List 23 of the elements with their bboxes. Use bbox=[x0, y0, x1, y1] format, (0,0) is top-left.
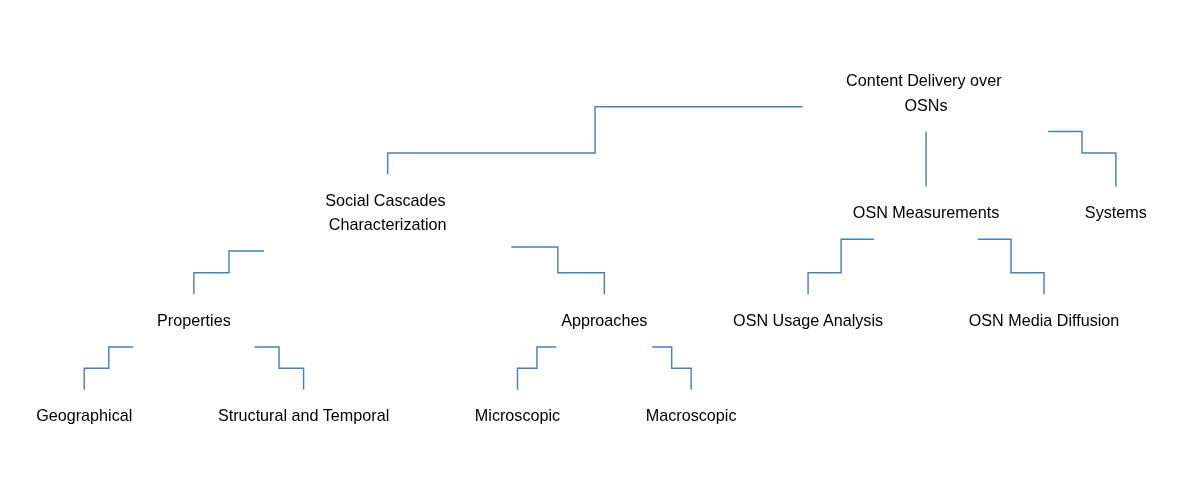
node-text: OSN Measurements bbox=[852, 203, 1000, 222]
connector bbox=[651, 346, 692, 391]
connector bbox=[386, 106, 804, 176]
connector bbox=[516, 346, 558, 391]
node-text: Social Cascades Characterization bbox=[325, 191, 447, 234]
connector bbox=[1047, 130, 1117, 188]
connector bbox=[807, 238, 875, 295]
node-text: Macroscopic bbox=[645, 406, 737, 425]
node-text: OSN Media Diffusion bbox=[968, 311, 1120, 330]
node-text: Microscopic bbox=[474, 406, 561, 425]
node-text: Systems bbox=[1084, 203, 1147, 222]
connector bbox=[977, 238, 1045, 295]
connector bbox=[253, 346, 305, 391]
node-text: Geographical bbox=[36, 406, 133, 425]
node-text: Approaches bbox=[561, 311, 648, 330]
connector bbox=[925, 130, 927, 188]
connector bbox=[193, 250, 265, 295]
node-text: Content Delivery over OSNs bbox=[846, 71, 1002, 114]
node-text: Structural and Temporal bbox=[217, 406, 390, 425]
connector bbox=[510, 246, 606, 295]
node-text: Properties bbox=[157, 311, 231, 330]
node-text: OSN Usage Analysis bbox=[733, 311, 884, 330]
connector bbox=[83, 346, 135, 391]
